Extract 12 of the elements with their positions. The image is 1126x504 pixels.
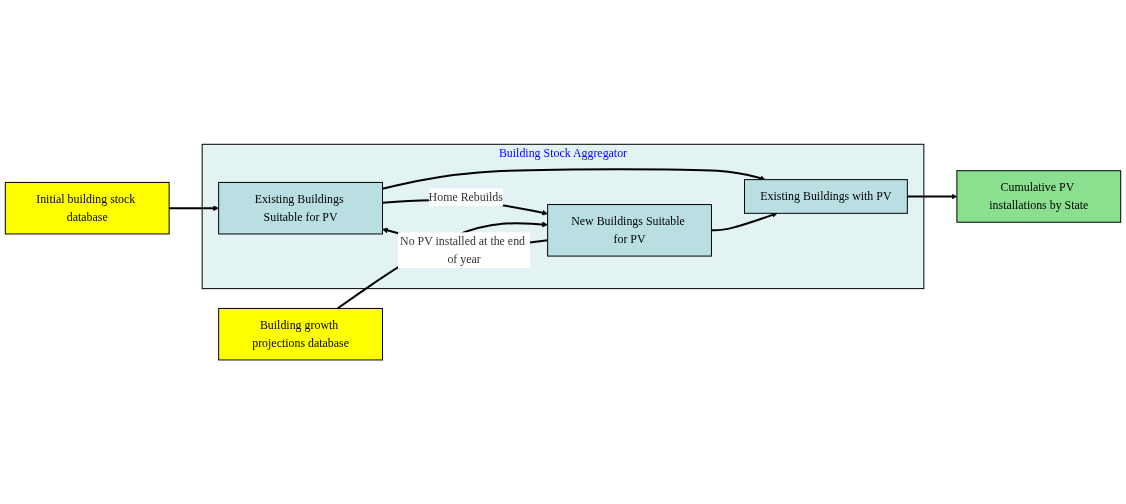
node-box: Cumulative PV installations by State (956, 170, 1122, 223)
node-box: Initial building stock database (4, 181, 170, 235)
arrow (906, 193, 958, 200)
node-box: Building growth projections database (218, 307, 383, 361)
arrow (710, 212, 778, 232)
node-box: Existing Buildings Suitable for PV (218, 181, 383, 235)
arrow (381, 168, 766, 190)
edge-label: Home Rebuilds (428, 190, 503, 204)
edge-label: No PV installed at the end of year (400, 234, 526, 266)
arrow (168, 205, 219, 211)
node-box: New Buildings Suitable for PV (547, 203, 712, 257)
node-box: Existing Buildings with PV (744, 179, 908, 214)
